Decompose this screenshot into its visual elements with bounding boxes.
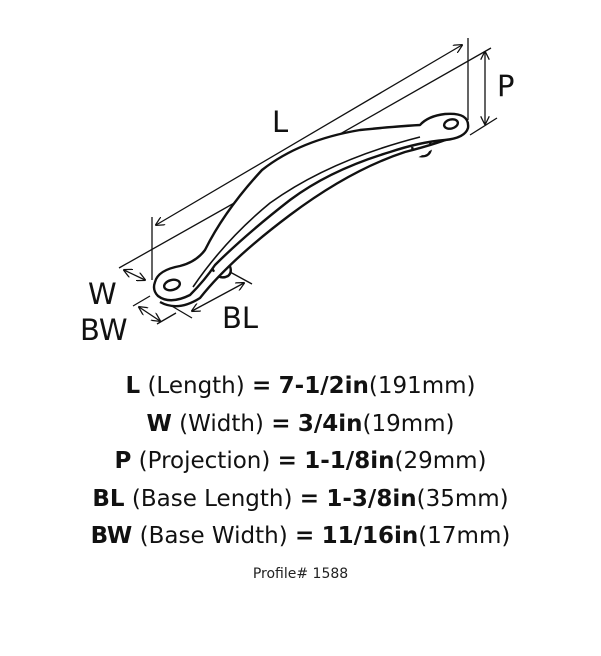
spec-name: (Projection): [138, 448, 271, 474]
spec-equals: =: [277, 448, 297, 474]
spec-code: P: [114, 448, 132, 474]
width-dimension-line: [124, 270, 145, 280]
profile-number: Profile# 1588: [252, 566, 349, 582]
spec-code: W: [146, 410, 172, 437]
spec-name: (Width): [179, 410, 264, 437]
spec-metric: (191mm): [368, 373, 476, 399]
base-width-extension-2: [156, 312, 177, 325]
spec-length: L (Length) = 7-1/2in(191mm): [0, 368, 601, 406]
spec-code: BL: [92, 485, 125, 512]
spec-name: (Base Length): [131, 485, 293, 512]
pull-inner-edge: [192, 136, 421, 288]
spec-code: L: [125, 373, 141, 399]
label-width: W: [88, 277, 117, 311]
pull-top: [152, 112, 470, 302]
spec-metric: (19mm): [362, 410, 455, 437]
spec-metric: (29mm): [394, 448, 487, 474]
spec-equals: =: [295, 523, 315, 549]
spec-imperial: 11/16in: [321, 523, 419, 549]
width-extension: [118, 192, 253, 269]
spec-equals: =: [271, 410, 291, 437]
screw-hole-right: [442, 118, 460, 130]
projection-extension-bottom: [469, 117, 498, 136]
spec-metric: (17mm): [418, 523, 511, 549]
label-length: L: [272, 105, 288, 139]
spec-imperial: 3/4in: [297, 410, 363, 437]
spec-imperial: 1-1/8in: [304, 448, 395, 474]
pull-drawing: L P W BW BL: [80, 38, 515, 347]
screw-hole-left: [162, 278, 182, 292]
projection-extension-top: [332, 47, 492, 139]
spec-name: (Base Width): [139, 523, 288, 549]
spec-width: W (Width) = 3/4in(19mm): [0, 406, 601, 444]
spec-projection: P (Projection) = 1-1/8in(29mm): [0, 443, 601, 481]
base-length-extension-right: [229, 271, 253, 285]
base-width-dimension-line: [139, 307, 160, 321]
label-base-width: BW: [80, 313, 128, 347]
spec-name: (Length): [147, 373, 245, 399]
spec-imperial: 7-1/2in: [278, 373, 369, 399]
spec-imperial: 1-3/8in: [326, 485, 417, 512]
spec-code: BW: [90, 523, 133, 549]
spec-base-width: BW (Base Width) = 11/16in(17mm): [0, 518, 601, 556]
length-dimension-line: [156, 45, 462, 225]
dimension-specs: L (Length) = 7-1/2in(191mm) W (Width) = …: [0, 368, 601, 556]
base-width-extension: [132, 295, 151, 307]
spec-equals: =: [252, 373, 272, 399]
pull-body: [152, 112, 470, 308]
spec-equals: =: [299, 485, 320, 512]
spec-base-length: BL (Base Length) = 1-3/8in(35mm): [0, 481, 601, 519]
label-projection: P: [497, 69, 515, 103]
spec-metric: (35mm): [416, 485, 509, 512]
label-base-length: BL: [222, 301, 258, 335]
base-length-dimension-line: [192, 283, 244, 311]
